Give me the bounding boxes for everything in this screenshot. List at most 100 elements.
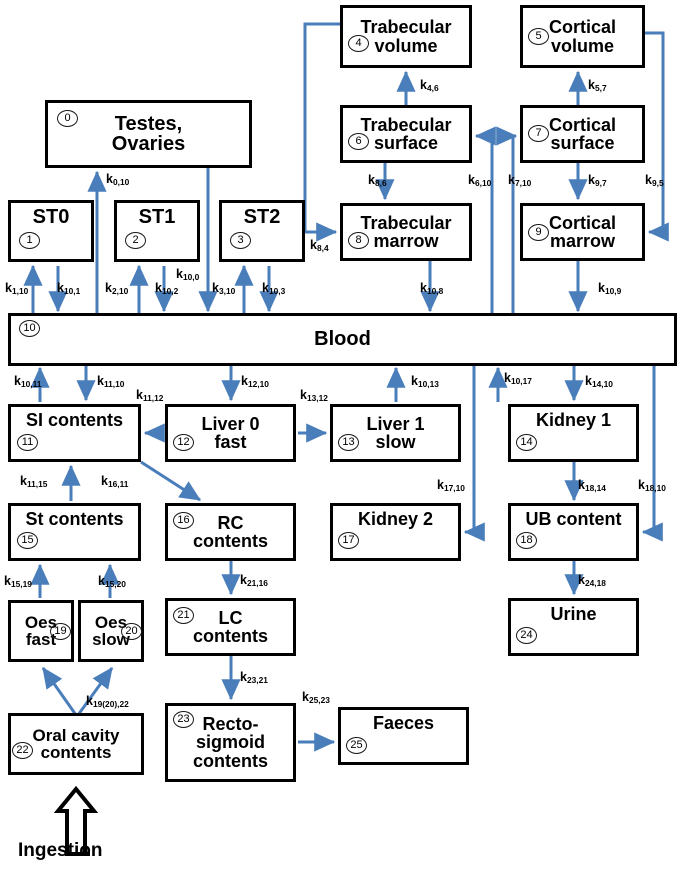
rate-subscript: 21,16 — [246, 578, 268, 588]
compartment-11[interactable]: SI contents — [8, 404, 141, 462]
compartment-18[interactable]: UB content — [508, 503, 639, 561]
compartment-label: Trabecular surface — [360, 114, 452, 153]
compartment-index-badge: 15 — [17, 532, 38, 549]
compartment-label: Oral cavity contents — [32, 725, 120, 762]
compartment-label: Trabecular volume — [360, 17, 452, 56]
rate-symbol: k — [14, 374, 21, 388]
compartment-index-badge: 9 — [528, 224, 549, 241]
compartment-label: RC contents — [192, 512, 268, 551]
rate-symbol: k — [4, 574, 11, 588]
rate-constant-label: k5,7 — [588, 78, 607, 93]
compartment-index-badge: 1 — [19, 232, 40, 249]
rate-subscript: 10,2 — [161, 286, 179, 296]
rate-symbol: k — [578, 478, 585, 492]
compartment-13[interactable]: Liver 1 slow — [330, 404, 461, 462]
rate-subscript: 15,19 — [10, 579, 32, 589]
compartment-23[interactable]: Recto- sigmoid contents — [165, 703, 296, 782]
compartment-label: Urine — [550, 604, 597, 624]
compartment-7[interactable]: Cortical surface — [520, 105, 645, 163]
rate-constant-label: k12,10 — [241, 374, 269, 389]
rate-subscript: 8,6 — [374, 178, 387, 188]
rate-constant-label: k4,6 — [420, 78, 439, 93]
compartment-label: ST1 — [138, 206, 176, 228]
arrow-blood-to-trab-surface — [474, 126, 496, 313]
compartment-index-badge: 11 — [17, 434, 38, 451]
compartment-25[interactable]: Faeces — [338, 707, 469, 765]
rate-symbol: k — [240, 670, 247, 684]
compartment-label: Cortical volume — [548, 17, 617, 56]
compartment-10[interactable]: Blood — [8, 313, 677, 366]
rate-symbol: k — [598, 281, 605, 295]
compartment-index-badge: 17 — [338, 532, 359, 549]
rate-subscript: 11,10 — [103, 379, 125, 389]
rate-subscript: 17,10 — [443, 483, 465, 493]
compartment-24[interactable]: Urine — [508, 598, 639, 656]
compartment-1[interactable]: ST0 — [8, 200, 94, 262]
compartment-index-badge: 13 — [338, 434, 359, 451]
compartment-21[interactable]: LC contents — [165, 598, 296, 656]
rate-constant-label: k23,21 — [240, 670, 268, 685]
rate-subscript: 25,23 — [308, 695, 330, 705]
rate-constant-label: k10,13 — [411, 374, 439, 389]
compartment-12[interactable]: Liver 0 fast — [165, 404, 296, 462]
rate-subscript: 9,7 — [594, 178, 607, 188]
rate-constant-label: k15,20 — [98, 574, 126, 589]
rate-subscript: 7,10 — [514, 178, 532, 188]
rate-subscript: 10,1 — [63, 286, 81, 296]
compartment-label: Liver 0 fast — [201, 413, 260, 452]
rate-constant-label: k10,0 — [176, 267, 200, 282]
compartment-4[interactable]: Trabecular volume — [340, 5, 472, 68]
compartment-label: Blood — [314, 328, 371, 351]
rate-subscript: 10,17 — [510, 376, 532, 386]
rate-constant-label: k9,5 — [645, 173, 664, 188]
rate-constant-label: k21,16 — [240, 573, 268, 588]
rate-symbol: k — [5, 281, 12, 295]
ingestion-label: Ingestion — [18, 840, 103, 861]
rate-constant-label: k11,15 — [20, 474, 47, 489]
rate-symbol: k — [645, 173, 652, 187]
compartment-label: Kidney 2 — [357, 509, 434, 529]
compartment-index-badge: 16 — [173, 512, 194, 529]
rate-subscript: 10,0 — [182, 272, 200, 282]
compartment-label: UB content — [525, 509, 622, 529]
rate-symbol: k — [302, 690, 309, 704]
rate-constant-label: k13,12 — [300, 388, 328, 403]
rate-symbol: k — [578, 573, 585, 587]
rate-symbol: k — [86, 694, 93, 708]
rate-constant-label: k6,10 — [468, 173, 491, 188]
rate-constant-label: k11,12 — [136, 388, 164, 403]
compartment-2[interactable]: ST1 — [114, 200, 200, 262]
rate-subscript: 10,9 — [604, 286, 622, 296]
compartment-index-badge: 0 — [57, 110, 78, 127]
rate-symbol: k — [101, 474, 108, 488]
rate-symbol: k — [310, 238, 317, 252]
compartment-14[interactable]: Kidney 1 — [508, 404, 639, 462]
rate-symbol: k — [240, 573, 247, 587]
compartment-3[interactable]: ST2 — [219, 200, 305, 262]
rate-subscript: 0,10 — [112, 177, 130, 187]
rate-subscript: 15,20 — [104, 579, 126, 589]
rate-symbol: k — [437, 478, 444, 492]
compartment-index-badge: 19 — [50, 623, 71, 640]
rate-subscript: 14,10 — [591, 379, 613, 389]
rate-symbol: k — [368, 173, 375, 187]
rate-constant-label: k8,4 — [310, 238, 329, 253]
compartment-0[interactable]: Testes, Ovaries — [45, 100, 252, 168]
compartment-index-badge: 24 — [516, 627, 537, 644]
compartment-index-badge: 5 — [528, 28, 549, 45]
rate-subscript: 18,14 — [584, 483, 606, 493]
compartment-index-badge: 7 — [528, 125, 549, 142]
rate-symbol: k — [98, 574, 105, 588]
rate-subscript: 5,7 — [594, 83, 607, 93]
rate-subscript: 12,10 — [247, 379, 269, 389]
rate-symbol: k — [106, 172, 113, 186]
rate-constant-label: k10,2 — [155, 281, 179, 296]
arrow-cort-volume-to-marrow — [645, 31, 669, 242]
rate-symbol: k — [176, 267, 183, 281]
rate-constant-label: k17,10 — [437, 478, 465, 493]
rate-subscript: 10,13 — [417, 379, 439, 389]
rate-subscript: 11,12 — [142, 393, 164, 403]
rate-subscript: 9,5 — [651, 178, 664, 188]
rate-constant-label: k9,7 — [588, 173, 607, 188]
